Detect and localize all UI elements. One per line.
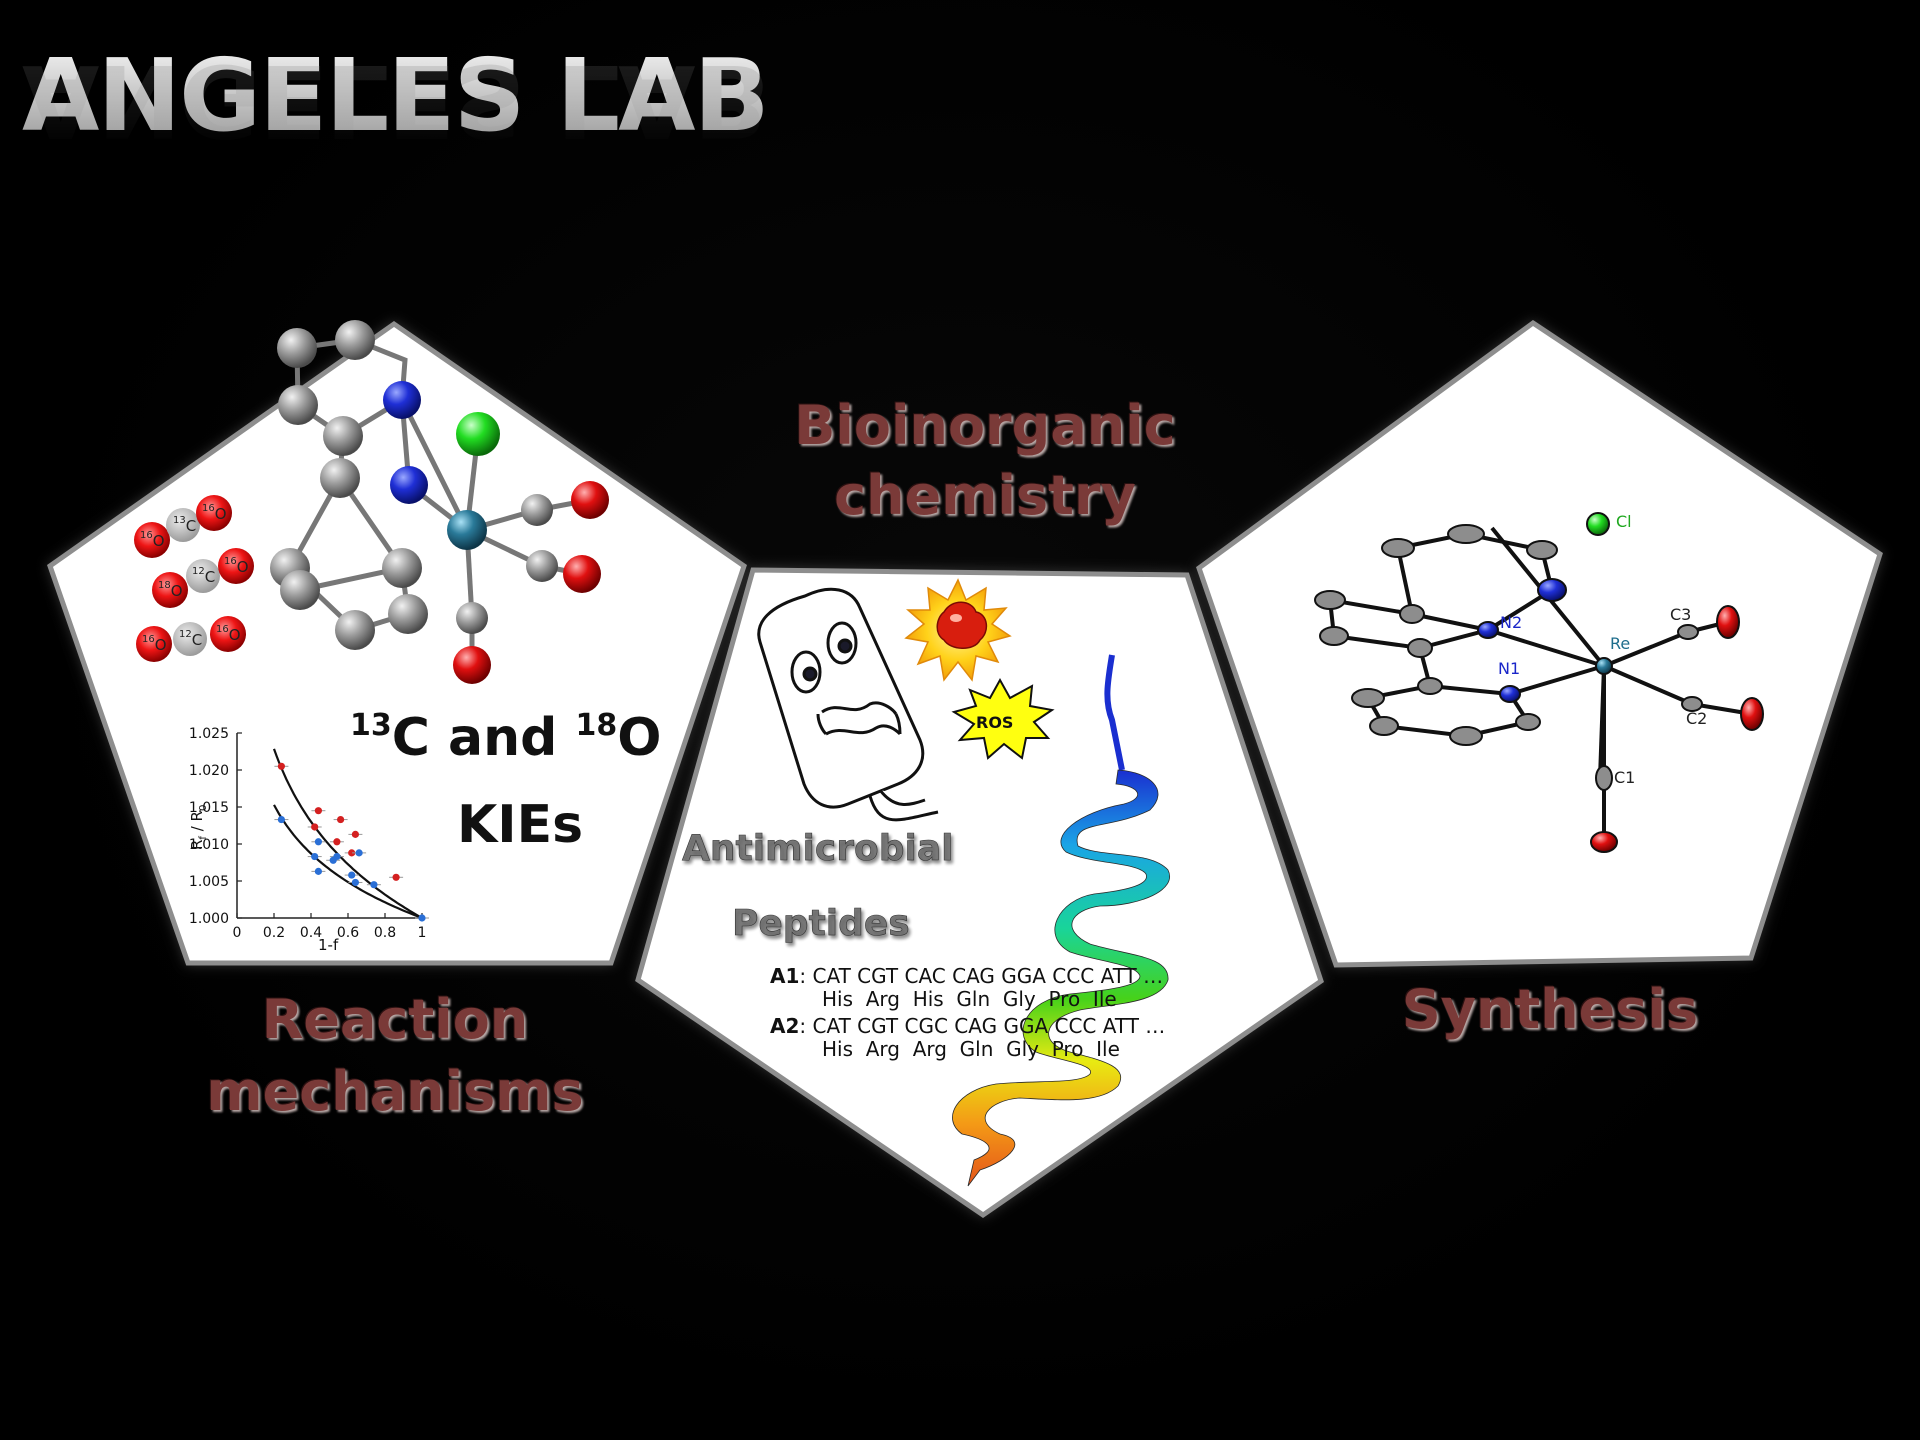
y-tick-label: 1.005	[189, 874, 229, 890]
synthesis-line1: Synthesis	[1401, 978, 1699, 1041]
data-point-blue	[314, 867, 322, 875]
sequence-a1-residues: His Arg His Gln Gly Pro Ile	[822, 987, 1117, 1011]
data-point-red	[333, 838, 341, 846]
bioinorganic-line2: chemistry	[834, 463, 1136, 527]
co2-molecule: 16O 12C 16O	[136, 616, 246, 662]
chart-x-label: 1-f	[318, 936, 339, 954]
data-point-blue	[277, 815, 285, 824]
lab-title-reflection: ANGELES LAB	[22, 42, 768, 159]
svg-text:12C: 12C	[192, 566, 215, 586]
data-point-red	[314, 807, 322, 815]
data-point-red	[351, 830, 359, 838]
atom-label-c3: C3	[1670, 605, 1691, 624]
re-complex-ball-stick	[270, 320, 609, 684]
sequence-a2-residues: His Arg Arg Gln Gly Pro Ile	[822, 1037, 1120, 1061]
kie-caption-c: C and	[392, 708, 576, 768]
ros-burst-icon: ROS	[951, 677, 1055, 760]
kie-caption-o: O	[617, 708, 661, 768]
bioinorganic-section-label: Bioinorganic chemistry	[760, 392, 1210, 529]
data-point-blue	[418, 914, 426, 922]
kie-caption-sup2: 18	[575, 708, 617, 743]
y-tick-label: 1.015	[189, 800, 229, 816]
co2-molecule: 16O 13C 16O	[134, 495, 232, 558]
bacterium-icon	[757, 587, 939, 822]
svg-text:16O: 16O	[224, 556, 249, 576]
atom-label-c2: C2	[1686, 709, 1707, 728]
atom-label-cl: Cl	[1616, 512, 1632, 531]
kie-panel	[47, 320, 747, 966]
svg-text:16O: 16O	[140, 530, 165, 550]
co2-isotopologue-icons: 16O 13C 16O 18O 12C 16O 16O 12C 16O	[134, 495, 254, 662]
svg-text:18O: 18O	[158, 580, 183, 600]
helix-ribbon-icon	[952, 654, 1170, 1187]
data-point-blue	[351, 878, 359, 887]
kie-chart: 1.025 1.020 1.015 1.010 1.005 1.000 0 0.2 0.4 0.…	[188, 726, 429, 954]
re-complex-ortep: Cl Re N2 N1 C3 C2 C1	[1314, 512, 1764, 853]
data-point-red	[337, 815, 345, 824]
svg-text:13C and 18O: 13C and 18O	[350, 708, 661, 768]
x-tick-label: 1	[418, 925, 427, 941]
atom-label-c1: C1	[1614, 768, 1635, 787]
kie-caption-sup1: 13	[350, 708, 392, 743]
x-tick-label: 0.6	[337, 925, 359, 941]
atom-label-re: Re	[1610, 634, 1630, 653]
data-point-red	[348, 849, 356, 857]
data-point-blue	[329, 856, 337, 864]
y-tick-label: 1.010	[189, 837, 229, 853]
lab-title: ANGELES LAB	[22, 37, 770, 154]
synthesis-section-label: Synthesis	[1380, 976, 1720, 1044]
data-point-blue	[355, 849, 363, 857]
chart-y-label: Rf / R0	[188, 805, 209, 850]
data-point-red	[277, 762, 285, 770]
reaction-line2: mechanisms	[206, 1059, 584, 1123]
kie-caption: 13C and 18O KIEs	[350, 708, 661, 855]
data-point-blue	[311, 852, 319, 861]
data-point-blue	[370, 881, 378, 889]
y-tick-label: 1.020	[189, 763, 229, 779]
explosion-icon	[904, 578, 1012, 682]
data-point-red	[392, 873, 400, 881]
ros-label: ROS	[976, 713, 1013, 732]
atom-label-n1: N1	[1498, 659, 1520, 678]
y-tick-label: 1.000	[189, 911, 229, 927]
svg-text:13C: 13C	[173, 515, 196, 535]
atom-label-n2: N2	[1500, 613, 1522, 632]
svg-text:16O: 16O	[202, 503, 227, 523]
x-tick-label: 0	[233, 925, 242, 941]
bioinorganic-line1: Bioinorganic	[794, 394, 1176, 457]
fit-curve-lower	[273, 804, 423, 920]
x-tick-label: 0.8	[374, 925, 396, 941]
svg-text:12C: 12C	[179, 629, 202, 649]
antimicrobial-label: Antimicrobial	[682, 828, 953, 869]
sequence-a2-codons: A2: CAT CGT CGC CAG GGA CCC ATT …	[770, 1014, 1165, 1038]
data-point-blue	[314, 838, 322, 846]
x-tick-label: 0.2	[263, 925, 285, 941]
reaction-line1: Reaction	[261, 988, 529, 1051]
svg-text:16O: 16O	[216, 624, 241, 644]
fit-curve-upper	[272, 748, 423, 919]
y-tick-label: 1.025	[189, 726, 229, 742]
peptides-label: Peptides	[732, 903, 910, 944]
co2-molecule: 18O 12C 16O	[152, 548, 254, 608]
sequence-a1-codons: A1: CAT CGT CAC CAG GGA CCC ATT …	[770, 964, 1163, 988]
data-point-red	[311, 823, 319, 831]
x-tick-label: 0.4	[300, 925, 322, 941]
reaction-section-label: Reaction mechanisms	[160, 986, 630, 1125]
peptide-sequences: A1: CAT CGT CAC CAG GGA CCC ATT … His Ar…	[770, 964, 1165, 1061]
kie-caption-line2: KIEs	[457, 795, 583, 855]
data-point-blue	[348, 871, 356, 879]
svg-text:16O: 16O	[142, 634, 167, 654]
